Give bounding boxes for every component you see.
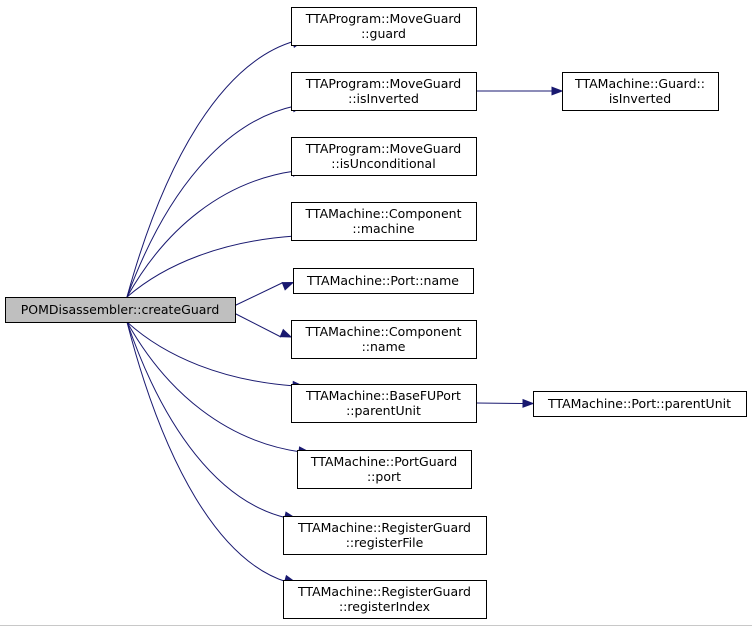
node-label: TTAProgram::MoveGuard: [305, 141, 461, 156]
edge-root-to-n1: [126, 39, 305, 298]
edge-root-to-n6: [234, 281, 295, 306]
node-box: [291, 320, 477, 359]
node-label: ::registerFile: [346, 535, 424, 550]
node-box: [562, 72, 719, 111]
edge-n8-to-n9: [475, 398, 535, 408]
edge-line: [126, 321, 288, 583]
edge-line: [126, 170, 296, 298]
node-label: TTAMachine::RegisterGuard: [297, 584, 471, 599]
edge-line: [126, 321, 302, 453]
arrowhead: [522, 398, 535, 408]
node-box: [283, 580, 487, 619]
bottom-divider: [0, 625, 752, 626]
edge-n2-to-n3: [476, 86, 564, 96]
edge-line: [126, 321, 296, 387]
node-label: TTAMachine::BaseFUPort: [305, 388, 461, 403]
node-label: TTAMachine::PortGuard: [310, 454, 457, 469]
node-box: [291, 137, 477, 176]
edge-root-to-n7: [234, 313, 293, 338]
node-box: [291, 72, 477, 111]
node-label: POMDisassembler::createGuard: [21, 302, 220, 317]
edge-line: [126, 40, 296, 298]
arrowhead: [551, 86, 564, 96]
arrowhead: [281, 281, 295, 291]
arrowhead: [279, 328, 293, 338]
callee-node[interactable]: TTAProgram::MoveGuard::isUnconditional: [291, 137, 477, 176]
callee-node[interactable]: TTAMachine::PortGuard::port: [297, 450, 472, 489]
node-label: TTAProgram::MoveGuard: [305, 76, 461, 91]
node-box: [283, 516, 487, 555]
callee-node[interactable]: TTAProgram::MoveGuard::isInverted: [291, 72, 477, 111]
nodes: POMDisassembler::createGuard TTAProgram::…: [5, 7, 747, 619]
node-box: [533, 391, 747, 417]
node-label: TTAMachine::Component: [305, 324, 462, 339]
node-label: ::port: [367, 469, 401, 484]
callee-node[interactable]: TTAMachine::RegisterGuard::registerIndex: [283, 580, 487, 619]
edge-root-to-n5: [126, 232, 305, 298]
root-function-node[interactable]: POMDisassembler::createGuard: [5, 297, 236, 323]
edge-line: [234, 313, 282, 338]
edge-line: [234, 282, 284, 306]
node-label: TTAMachine::Component: [305, 206, 462, 221]
edge-line: [126, 235, 296, 298]
node-label: TTAProgram::MoveGuard: [305, 11, 461, 26]
node-label: TTAMachine::RegisterGuard: [297, 520, 471, 535]
node-box: [291, 7, 477, 46]
node-label: ::machine: [352, 221, 414, 236]
node-box: [293, 268, 474, 294]
node-label: TTAMachine::Port::parentUnit: [547, 396, 731, 411]
node-label: ::registerIndex: [339, 599, 430, 614]
node-label: ::name: [362, 339, 406, 354]
callee-node[interactable]: TTAMachine::Guard::isInverted: [562, 72, 719, 111]
node-box: [5, 297, 236, 323]
callee-node[interactable]: TTAMachine::Port::parentUnit: [533, 391, 747, 417]
callee-node[interactable]: TTAMachine::BaseFUPort::parentUnit: [291, 384, 477, 423]
node-label: ::guard: [361, 26, 406, 41]
edge-root-to-n11: [126, 321, 297, 521]
node-box: [291, 202, 477, 241]
node-label: ::parentUnit: [346, 403, 421, 418]
node-label: isInverted: [609, 91, 671, 106]
edge-line: [126, 321, 288, 519]
node-label: TTAMachine::Guard::: [574, 76, 705, 91]
edge-line: [475, 402, 524, 404]
callee-node[interactable]: TTAMachine::RegisterGuard::registerFile: [283, 516, 487, 555]
callee-node[interactable]: TTAMachine::Component::name: [291, 320, 477, 359]
node-box: [297, 450, 472, 489]
callee-node[interactable]: TTAMachine::Port::name: [293, 268, 474, 294]
callee-node[interactable]: TTAProgram::MoveGuard::guard: [291, 7, 477, 46]
node-box: [291, 384, 477, 423]
callee-node[interactable]: TTAMachine::Component::machine: [291, 202, 477, 241]
node-label: TTAMachine::Port::name: [306, 273, 459, 288]
node-label: ::isInverted: [348, 91, 419, 106]
edge-line: [126, 105, 296, 298]
node-label: ::isUnconditional: [331, 156, 435, 171]
edge-root-to-n8: [126, 321, 305, 390]
